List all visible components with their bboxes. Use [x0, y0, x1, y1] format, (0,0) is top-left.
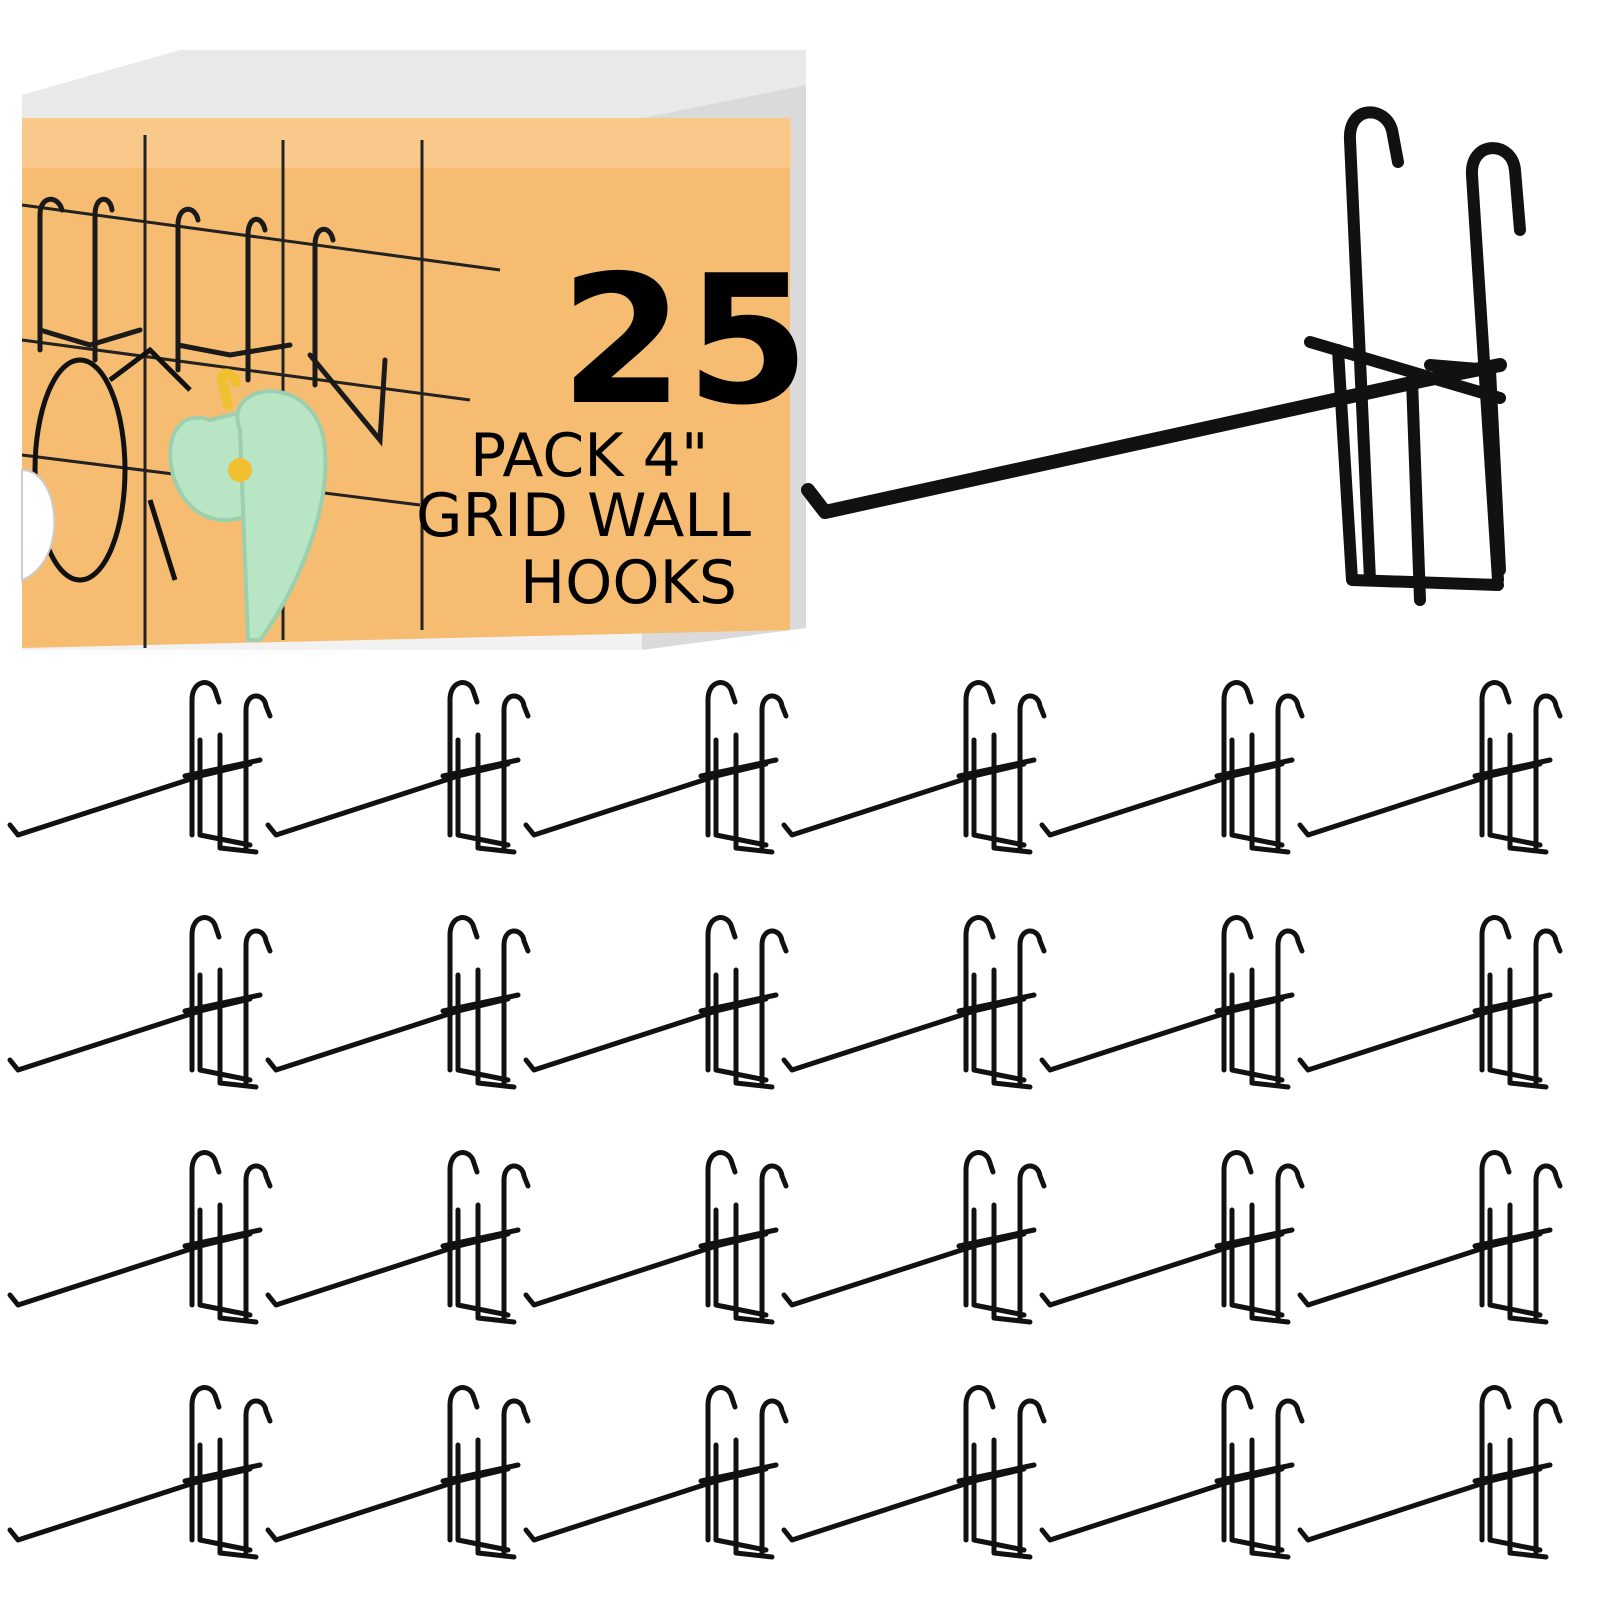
small-hook-icon [526, 918, 786, 1087]
small-hook-icon [1042, 1153, 1302, 1322]
small-hook-icon [268, 1388, 528, 1557]
small-hook-icon [10, 1153, 270, 1322]
small-hook-icon [784, 1153, 1044, 1322]
small-hook-icon [526, 1153, 786, 1322]
small-hook-icon [784, 683, 1044, 852]
product-type-text: GRID WALL [416, 481, 752, 551]
small-hook-icon [1042, 683, 1302, 852]
small-hook-icon [268, 683, 528, 852]
small-hook-icon [784, 1388, 1044, 1557]
small-hook-icon [1300, 683, 1560, 852]
large-hook-icon [801, 106, 1526, 606]
pack-size-text: PACK 4" [470, 421, 709, 491]
small-hook-icon [1042, 1388, 1302, 1557]
pack-quantity: 25 [560, 237, 812, 444]
product-name-text: HOOKS [520, 548, 738, 618]
small-hook-icon [526, 1388, 786, 1557]
small-hook-icon [10, 918, 270, 1087]
small-hook-icon [268, 1153, 528, 1322]
white-object [21, 468, 56, 582]
small-hook-icon [1300, 918, 1560, 1087]
product-box [21, 50, 806, 650]
glasses-icon [32, 346, 192, 583]
small-hook-icon [1300, 1388, 1560, 1557]
scissors-icon [168, 368, 328, 642]
small-hook-icon [784, 918, 1044, 1087]
small-hook-icon [526, 683, 786, 852]
panel-hooks [37, 196, 388, 447]
small-hook-icon [1042, 918, 1302, 1087]
small-hook-icon [1300, 1153, 1560, 1322]
hook-grid [10, 683, 1560, 1557]
small-hook-icon [10, 1388, 270, 1557]
small-hook-icon [268, 918, 528, 1087]
box-top [22, 50, 806, 118]
small-hook-icon [10, 683, 270, 852]
